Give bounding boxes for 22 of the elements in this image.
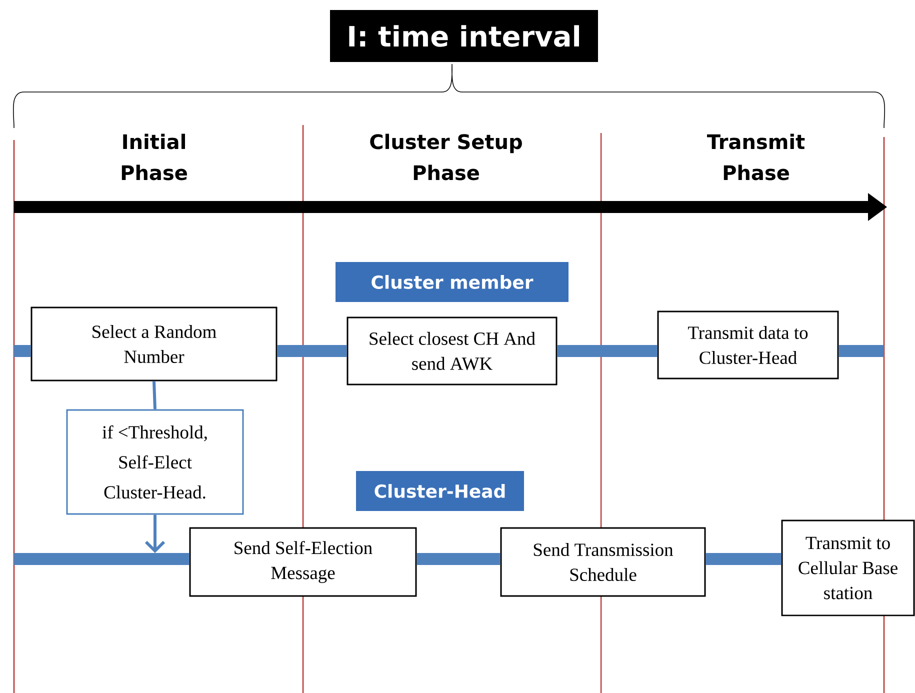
process-box: Send Transmission Schedule xyxy=(500,527,706,597)
process-box: Transmit data to Cluster-Head xyxy=(657,310,839,380)
connector xyxy=(277,345,347,357)
connector xyxy=(14,345,31,357)
title-box: I: time interval xyxy=(330,10,598,62)
connector xyxy=(144,514,166,553)
condition-box: if <Threshold, Self-Elect Cluster-Head. xyxy=(66,409,244,515)
phase-label: Transmit Phase xyxy=(707,134,805,180)
process-box: Transmit to Cellular Base station xyxy=(781,520,915,616)
process-box: Send Self-Election Message xyxy=(189,527,417,597)
role-banner: Cluster member xyxy=(336,262,568,302)
role-banner: Cluster-Head xyxy=(356,471,524,511)
connector xyxy=(706,553,782,565)
connector xyxy=(557,345,658,357)
connector xyxy=(152,381,156,410)
phase-label: Cluster Setup Phase xyxy=(370,134,522,180)
phase-label: Initial Phase xyxy=(122,134,187,180)
connector xyxy=(416,553,500,565)
connector xyxy=(14,553,190,565)
connector xyxy=(838,345,884,357)
process-box: Select closest CH And send AWK xyxy=(346,316,558,386)
process-box: Select a Random Number xyxy=(30,306,278,382)
